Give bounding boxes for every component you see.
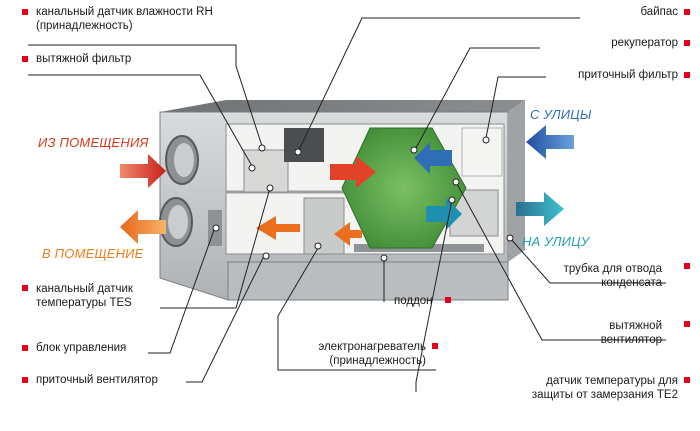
supply-fan-block [303, 197, 345, 255]
label-control-unit: блок управления [36, 342, 127, 354]
dot-exhaust-fan [452, 178, 460, 186]
arrow-internal-intake [414, 142, 452, 174]
leader-control-unit [148, 229, 215, 354]
label-te2-sensor: датчик температуры для защиты от замерза… [531, 375, 678, 401]
label-tes-sensor: канальный датчик температуры TES [36, 283, 133, 309]
dot-tes-sensor [266, 184, 274, 192]
dot-supply-fan [262, 252, 270, 260]
marker-condensate-pipe [684, 263, 690, 269]
flow-to-street: НА УЛИЦУ [522, 234, 590, 249]
label-recuperator: рекуператор [611, 37, 678, 49]
dot-tray [380, 254, 388, 262]
marker-heater [432, 343, 438, 349]
leader-te2-sensor [415, 199, 453, 392]
label-bypass: байпас [640, 6, 678, 18]
dot-rh-sensor [258, 144, 266, 152]
marker-recuperator [684, 40, 690, 46]
label-condensate-pipe: трубка для отвода конденсата [563, 263, 662, 289]
arrow-internal-supply-1 [256, 216, 300, 240]
leader-lines [28, 17, 666, 392]
leader-rh-sensor [28, 44, 263, 147]
label-tray: поддон [394, 295, 433, 307]
marker-supply-fan [22, 377, 28, 383]
unit-bottom-shadow [227, 261, 509, 301]
sensor-dots [212, 136, 514, 262]
arrow-from-street [526, 125, 574, 159]
marker-rh-sensor [22, 9, 28, 15]
marker-exhaust-fan [684, 321, 690, 327]
leader-recuperator [415, 47, 540, 149]
spigot-top-inner [174, 143, 194, 177]
leader-heater [277, 247, 436, 371]
label-heater: электронагреватель (принадлежность) [318, 341, 426, 367]
label-rh-sensor: канальный датчик влажности RH (принадлеж… [36, 6, 213, 32]
dot-recuperator [410, 146, 418, 154]
leader-tes-sensor [160, 187, 271, 309]
unit-body [159, 100, 525, 301]
label-supply-fan: приточный вентилятор [36, 374, 158, 386]
bypass-block [284, 128, 324, 162]
dot-condensate [506, 234, 514, 242]
marker-tes-sensor [22, 285, 28, 291]
marker-control-unit [22, 345, 28, 351]
spigot-bottom-inner [168, 205, 188, 239]
leader-condensate-pipe [509, 237, 666, 284]
arrow-to-street [516, 192, 564, 226]
supply-filter-block [461, 127, 503, 177]
dot-bypass [294, 148, 302, 156]
arrow-internal-exhaust [330, 156, 376, 188]
dot-te2 [448, 196, 456, 204]
label-exhaust-filter: вытяжной фильтр [36, 53, 132, 65]
label-supply-filter: приточный фильтр [578, 69, 678, 81]
label-exhaust-fan: вытяжной вентилятор [600, 320, 662, 346]
arrow-to-room [120, 210, 166, 244]
leader-exhaust-filter [28, 74, 253, 167]
marker-tray [445, 297, 451, 303]
leader-exhaust-fan [455, 181, 666, 341]
dot-heater [314, 242, 322, 250]
unit-top-panel [160, 100, 525, 112]
leader-supply-fan [186, 255, 265, 383]
marker-te2-sensor [684, 377, 690, 383]
dot-supply-filter [482, 136, 490, 144]
dot-control-unit [212, 224, 220, 232]
leader-supply-filter [485, 76, 546, 139]
flow-from-room: ИЗ ПОМЕЩЕНИЯ [38, 135, 149, 150]
arrow-from-room [120, 154, 166, 188]
leader-bypass [297, 17, 580, 153]
marker-supply-filter [684, 72, 690, 78]
unit-side-panel [508, 100, 525, 262]
dot-exhaust-filter [248, 164, 256, 172]
arrow-internal-supply-2 [334, 222, 362, 246]
arrow-internal-outtake [426, 198, 462, 230]
flow-to-room: В ПОМЕЩЕНИЕ [42, 246, 144, 261]
marker-bypass [684, 9, 690, 15]
flow-from-street: С УЛИЦЫ [530, 107, 592, 122]
marker-exhaust-filter [22, 56, 28, 62]
